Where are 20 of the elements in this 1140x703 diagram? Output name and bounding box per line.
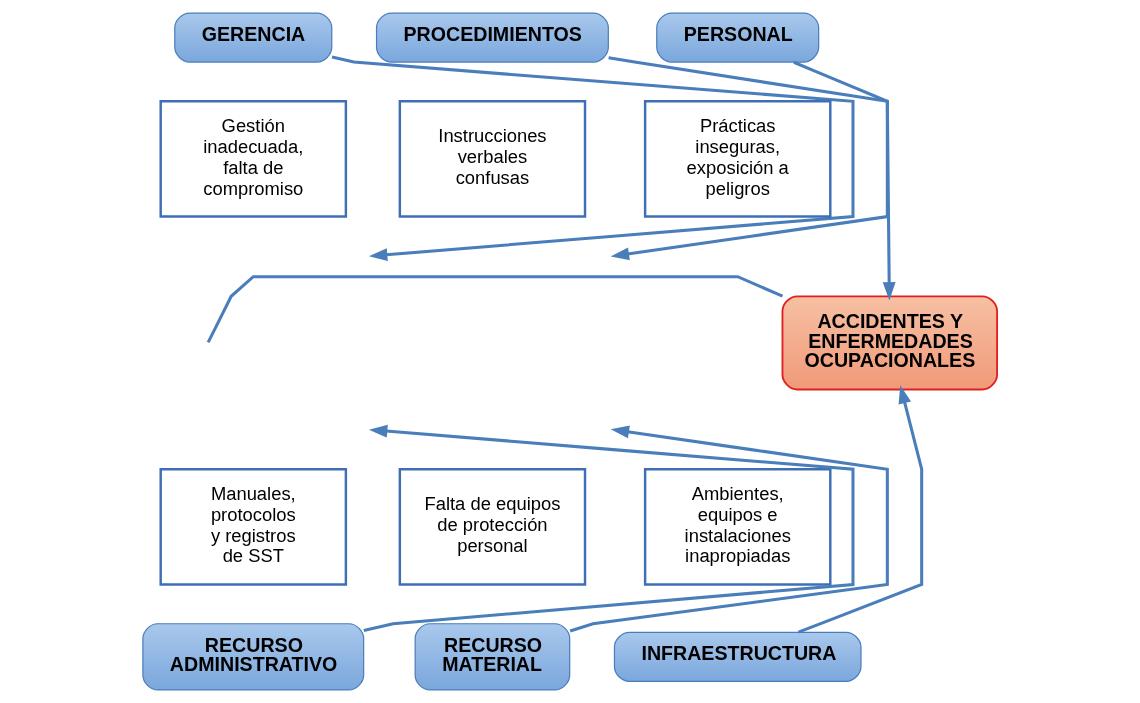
node-box: Manuales, protocolos y registros de SST <box>159 468 348 586</box>
node-box: Gestión inadecuada, falta de compromiso <box>159 100 348 218</box>
node-box: INFRAESTRUCTURA <box>613 631 862 682</box>
arrow <box>569 425 889 633</box>
node-box: Prácticas inseguras, exposición a peligros <box>643 100 832 218</box>
node-box: RECURSO MATERIAL <box>414 623 571 691</box>
node-box: Instrucciones verbales confusas <box>398 100 587 218</box>
node-box: Ambientes, equipos e instalaciones inapropiadas <box>643 468 832 586</box>
arrow <box>793 60 896 301</box>
node-box: Falta de equipos de protección personal <box>398 468 587 586</box>
connector <box>206 275 784 344</box>
node-box: PERSONAL <box>656 12 820 63</box>
arrow <box>797 385 924 634</box>
node-box: ACCIDENTES Y ENFERMEDADES OCUPACIONALES <box>781 295 998 391</box>
arrow <box>363 424 855 632</box>
node-box: GERENCIA <box>174 12 333 63</box>
node-box: PROCEDIMIENTOS <box>375 12 609 63</box>
arrow <box>608 56 889 261</box>
arrow <box>331 55 855 262</box>
node-box: RECURSO ADMINISTRATIVO <box>142 623 365 691</box>
